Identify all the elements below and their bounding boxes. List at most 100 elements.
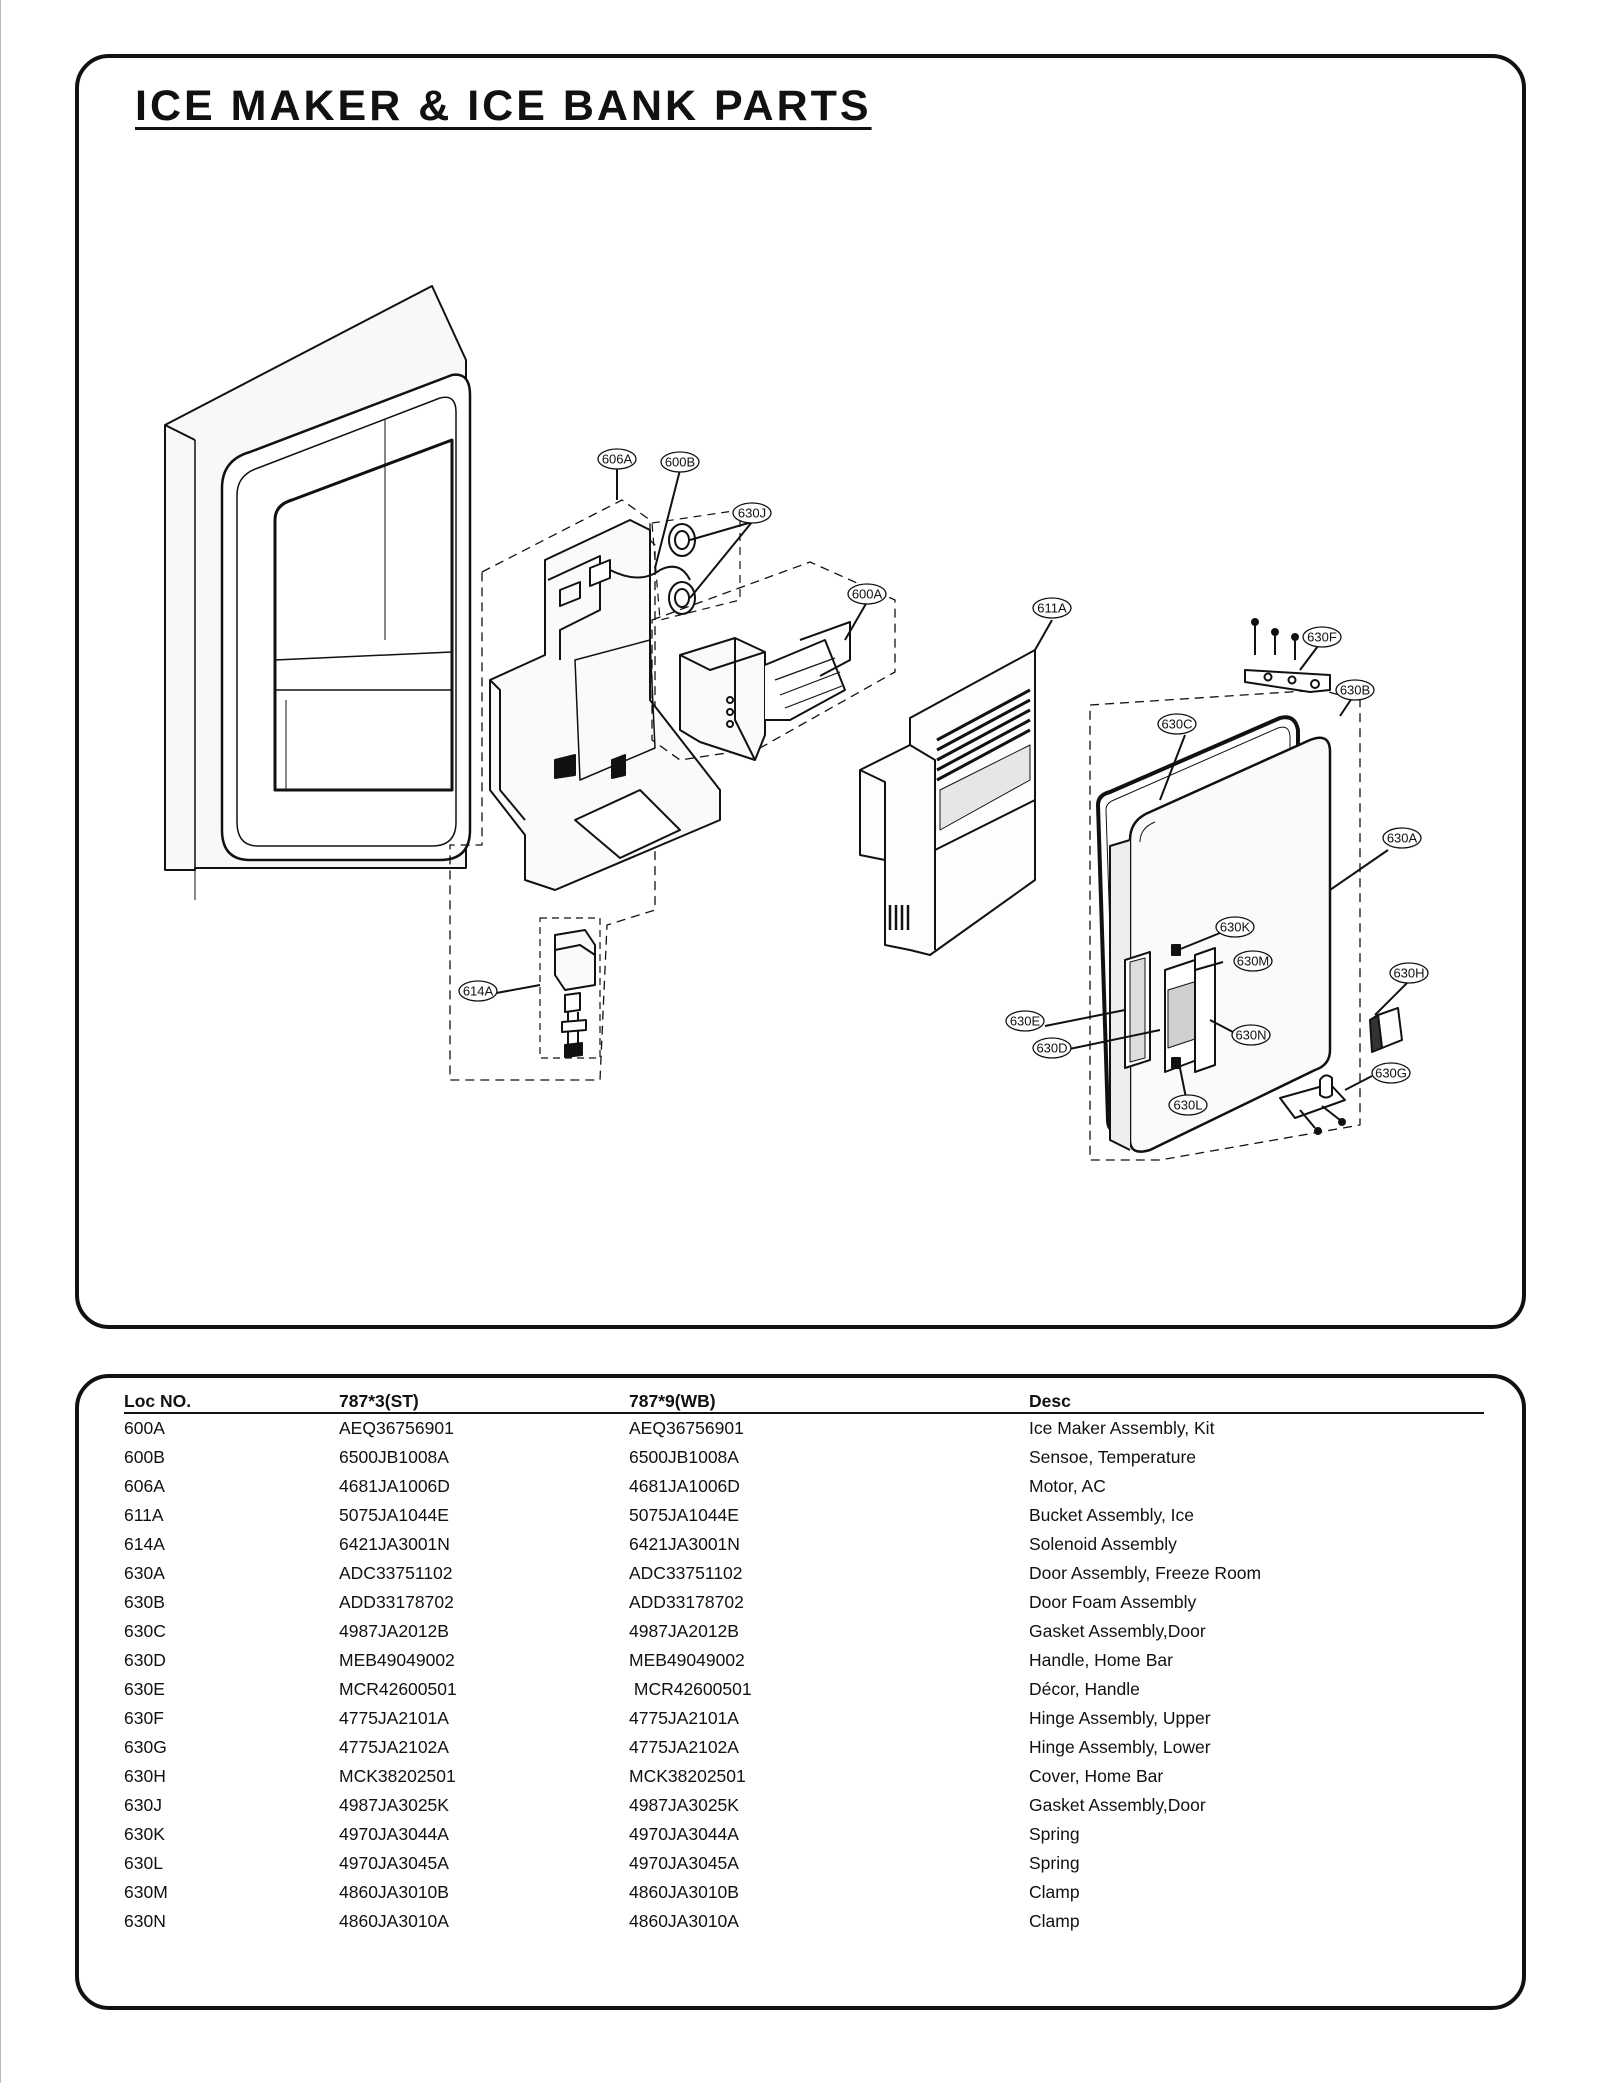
page-edge <box>0 0 1 2083</box>
cell-loc-no: 630M <box>124 1882 168 1902</box>
callout-630e: 630E <box>1005 1010 1045 1032</box>
cell-787-9-wb: 4987JA2012B <box>629 1621 739 1641</box>
cell-787-3-st: ADD33178702 <box>339 1592 454 1612</box>
cell-desc: Handle, Home Bar <box>1029 1650 1173 1670</box>
cell-loc-no: 630H <box>124 1766 166 1786</box>
cell-desc: Spring <box>1029 1824 1080 1844</box>
callout-label: 630B <box>1340 683 1370 698</box>
callout-630j: 630J <box>732 502 772 524</box>
cell-desc: Clamp <box>1029 1882 1080 1902</box>
callout-614a: 614A <box>458 980 498 1002</box>
cell-787-9-wb: 6500JB1008A <box>629 1447 739 1467</box>
ice-bucket <box>859 649 1036 956</box>
cell-desc: Hinge Assembly, Lower <box>1029 1737 1211 1757</box>
cell-787-9-wb: 4775JA2101A <box>629 1708 739 1728</box>
header-loc-no: Loc NO. <box>124 1385 339 1414</box>
callout-label: 630D <box>1036 1041 1067 1056</box>
cell-loc-no: 630K <box>124 1824 165 1844</box>
cell-787-3-st: 4860JA3010A <box>339 1911 449 1931</box>
callout-label: 606A <box>602 452 633 467</box>
callout-label: 630A <box>1387 831 1418 846</box>
cell-787-3-st: 4681JA1006D <box>339 1476 450 1496</box>
callout-600a: 600A <box>847 583 887 605</box>
cell-loc-no: 630F <box>124 1708 164 1728</box>
callout-label: 600B <box>665 455 695 470</box>
cell-787-9-wb: MCK38202501 <box>629 1766 746 1786</box>
callout-600b: 600B <box>660 451 700 473</box>
callout-label: 614A <box>463 984 494 999</box>
callout-630l: 630L <box>1168 1094 1208 1116</box>
cell-787-9-wb: ADD33178702 <box>629 1592 744 1612</box>
cell-loc-no: 630D <box>124 1650 166 1670</box>
cell-desc: Sensoe, Temperature <box>1029 1447 1197 1467</box>
callout-label: 600A <box>852 587 883 602</box>
cell-787-9-wb: 4860JA3010B <box>629 1882 739 1902</box>
callout-label: 630C <box>1161 717 1192 732</box>
temperature-sensor <box>589 559 691 587</box>
cell-loc-no: 630A <box>124 1563 165 1583</box>
cell-787-9-wb: 4860JA3010A <box>629 1911 739 1931</box>
cell-loc-no: 630N <box>124 1911 166 1931</box>
cell-loc-no: 600A <box>124 1418 165 1438</box>
callout-layer: 606A 600B 630J 600A 611A 630F 630B 630C 630A 630K… <box>458 448 1429 1116</box>
gasket-rings <box>668 523 696 615</box>
callout-611a: 611A <box>1032 597 1072 619</box>
cell-desc: Clamp <box>1029 1911 1080 1931</box>
callout-label: 630K <box>1220 920 1251 935</box>
cell-desc: Gasket Assembly,Door <box>1029 1795 1206 1815</box>
table-row: 600B 6500JB1008A 6500JB1008A Sensoe, Temper… <box>124 1443 1484 1472</box>
cell-loc-no: 630L <box>124 1853 163 1873</box>
cell-loc-no: 630C <box>124 1621 166 1641</box>
cell-787-9-wb: 5075JA1044E <box>629 1505 739 1525</box>
callout-label: 630F <box>1307 630 1337 645</box>
cell-787-9-wb: 6421JA3001N <box>629 1534 740 1554</box>
home-bar-handle <box>1124 944 1216 1073</box>
solenoid-assembly <box>554 929 596 1058</box>
cell-desc: Décor, Handle <box>1029 1679 1140 1699</box>
cell-787-9-wb: 4970JA3044A <box>629 1824 739 1844</box>
table-header-row: Loc NO. 787*3(ST) 787*9(WB) Desc <box>124 1385 1484 1414</box>
callout-label: 630E <box>1010 1014 1041 1029</box>
cell-787-9-wb: ADC33751102 <box>629 1563 743 1583</box>
cell-787-3-st: 4987JA3025K <box>339 1795 449 1815</box>
cell-787-3-st: AEQ36756901 <box>339 1418 454 1438</box>
page-title: ICE MAKER & ICE BANK PARTS <box>135 82 872 130</box>
home-bar-cover <box>1369 1007 1403 1053</box>
cell-loc-no: 630B <box>124 1592 165 1612</box>
cell-loc-no: 630E <box>124 1679 165 1699</box>
cell-desc: Motor, AC <box>1029 1476 1106 1496</box>
callout-630c: 630C <box>1157 713 1197 735</box>
exploded-parts-diagram: 606A 600B 630J 600A 611A 630F 630B 630C 630A 630K… <box>164 285 1429 1161</box>
cell-desc: Gasket Assembly,Door <box>1029 1621 1206 1641</box>
cell-787-3-st: MEB49049002 <box>339 1650 455 1670</box>
cell-787-9-wb: 4775JA2102A <box>629 1737 739 1757</box>
parts-table-panel <box>75 1374 1526 2010</box>
cell-desc: Spring <box>1029 1853 1080 1873</box>
cell-desc: Cover, Home Bar <box>1029 1766 1164 1786</box>
header-desc: Desc <box>1029 1385 1484 1414</box>
cell-loc-no: 614A <box>124 1534 165 1554</box>
upper-hinge <box>1244 618 1331 693</box>
cell-787-3-st: 4860JA3010B <box>339 1882 449 1902</box>
callout-label: 630N <box>1235 1028 1266 1043</box>
callout-630a: 630A <box>1382 827 1422 849</box>
cell-787-9-wb: 4681JA1006D <box>629 1476 740 1496</box>
cell-loc-no: 600B <box>124 1447 165 1467</box>
callout-630g: 630G <box>1371 1062 1411 1084</box>
cell-787-9-wb: AEQ36756901 <box>629 1418 744 1438</box>
cell-787-3-st: 5075JA1044E <box>339 1505 449 1525</box>
callout-606a: 606A <box>597 448 637 470</box>
callout-label: 611A <box>1037 601 1067 616</box>
cell-787-3-st: 6500JB1008A <box>339 1447 449 1467</box>
cell-787-3-st: 4775JA2101A <box>339 1708 449 1728</box>
callout-630h: 630H <box>1389 962 1429 984</box>
